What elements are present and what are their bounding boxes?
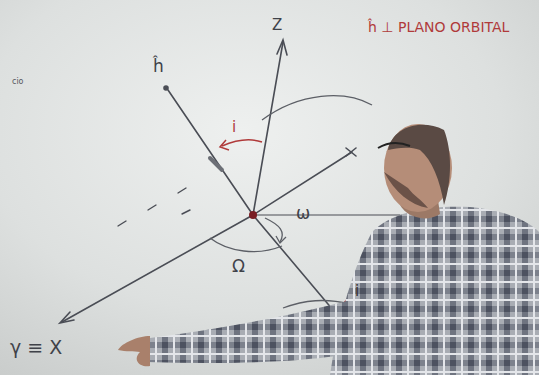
axis-symbol: cio	[12, 78, 24, 86]
axis-symbol: i	[355, 284, 359, 299]
axis-symbol: γ ≡ X	[10, 338, 62, 357]
axis-symbol: Ω	[232, 258, 245, 275]
lecturer	[118, 124, 539, 375]
axis-symbol: ω	[296, 205, 310, 222]
inclination-arc	[220, 140, 352, 312]
center-point	[249, 211, 257, 219]
axis-symbol: Z	[272, 18, 282, 33]
orbit-arcs	[210, 96, 372, 308]
axis-symbol: ĥ	[153, 58, 164, 75]
axes	[60, 40, 400, 323]
note-text: ĥ ⊥ PLANO ORBITAL	[368, 20, 509, 34]
axis-symbol: i	[232, 120, 236, 135]
